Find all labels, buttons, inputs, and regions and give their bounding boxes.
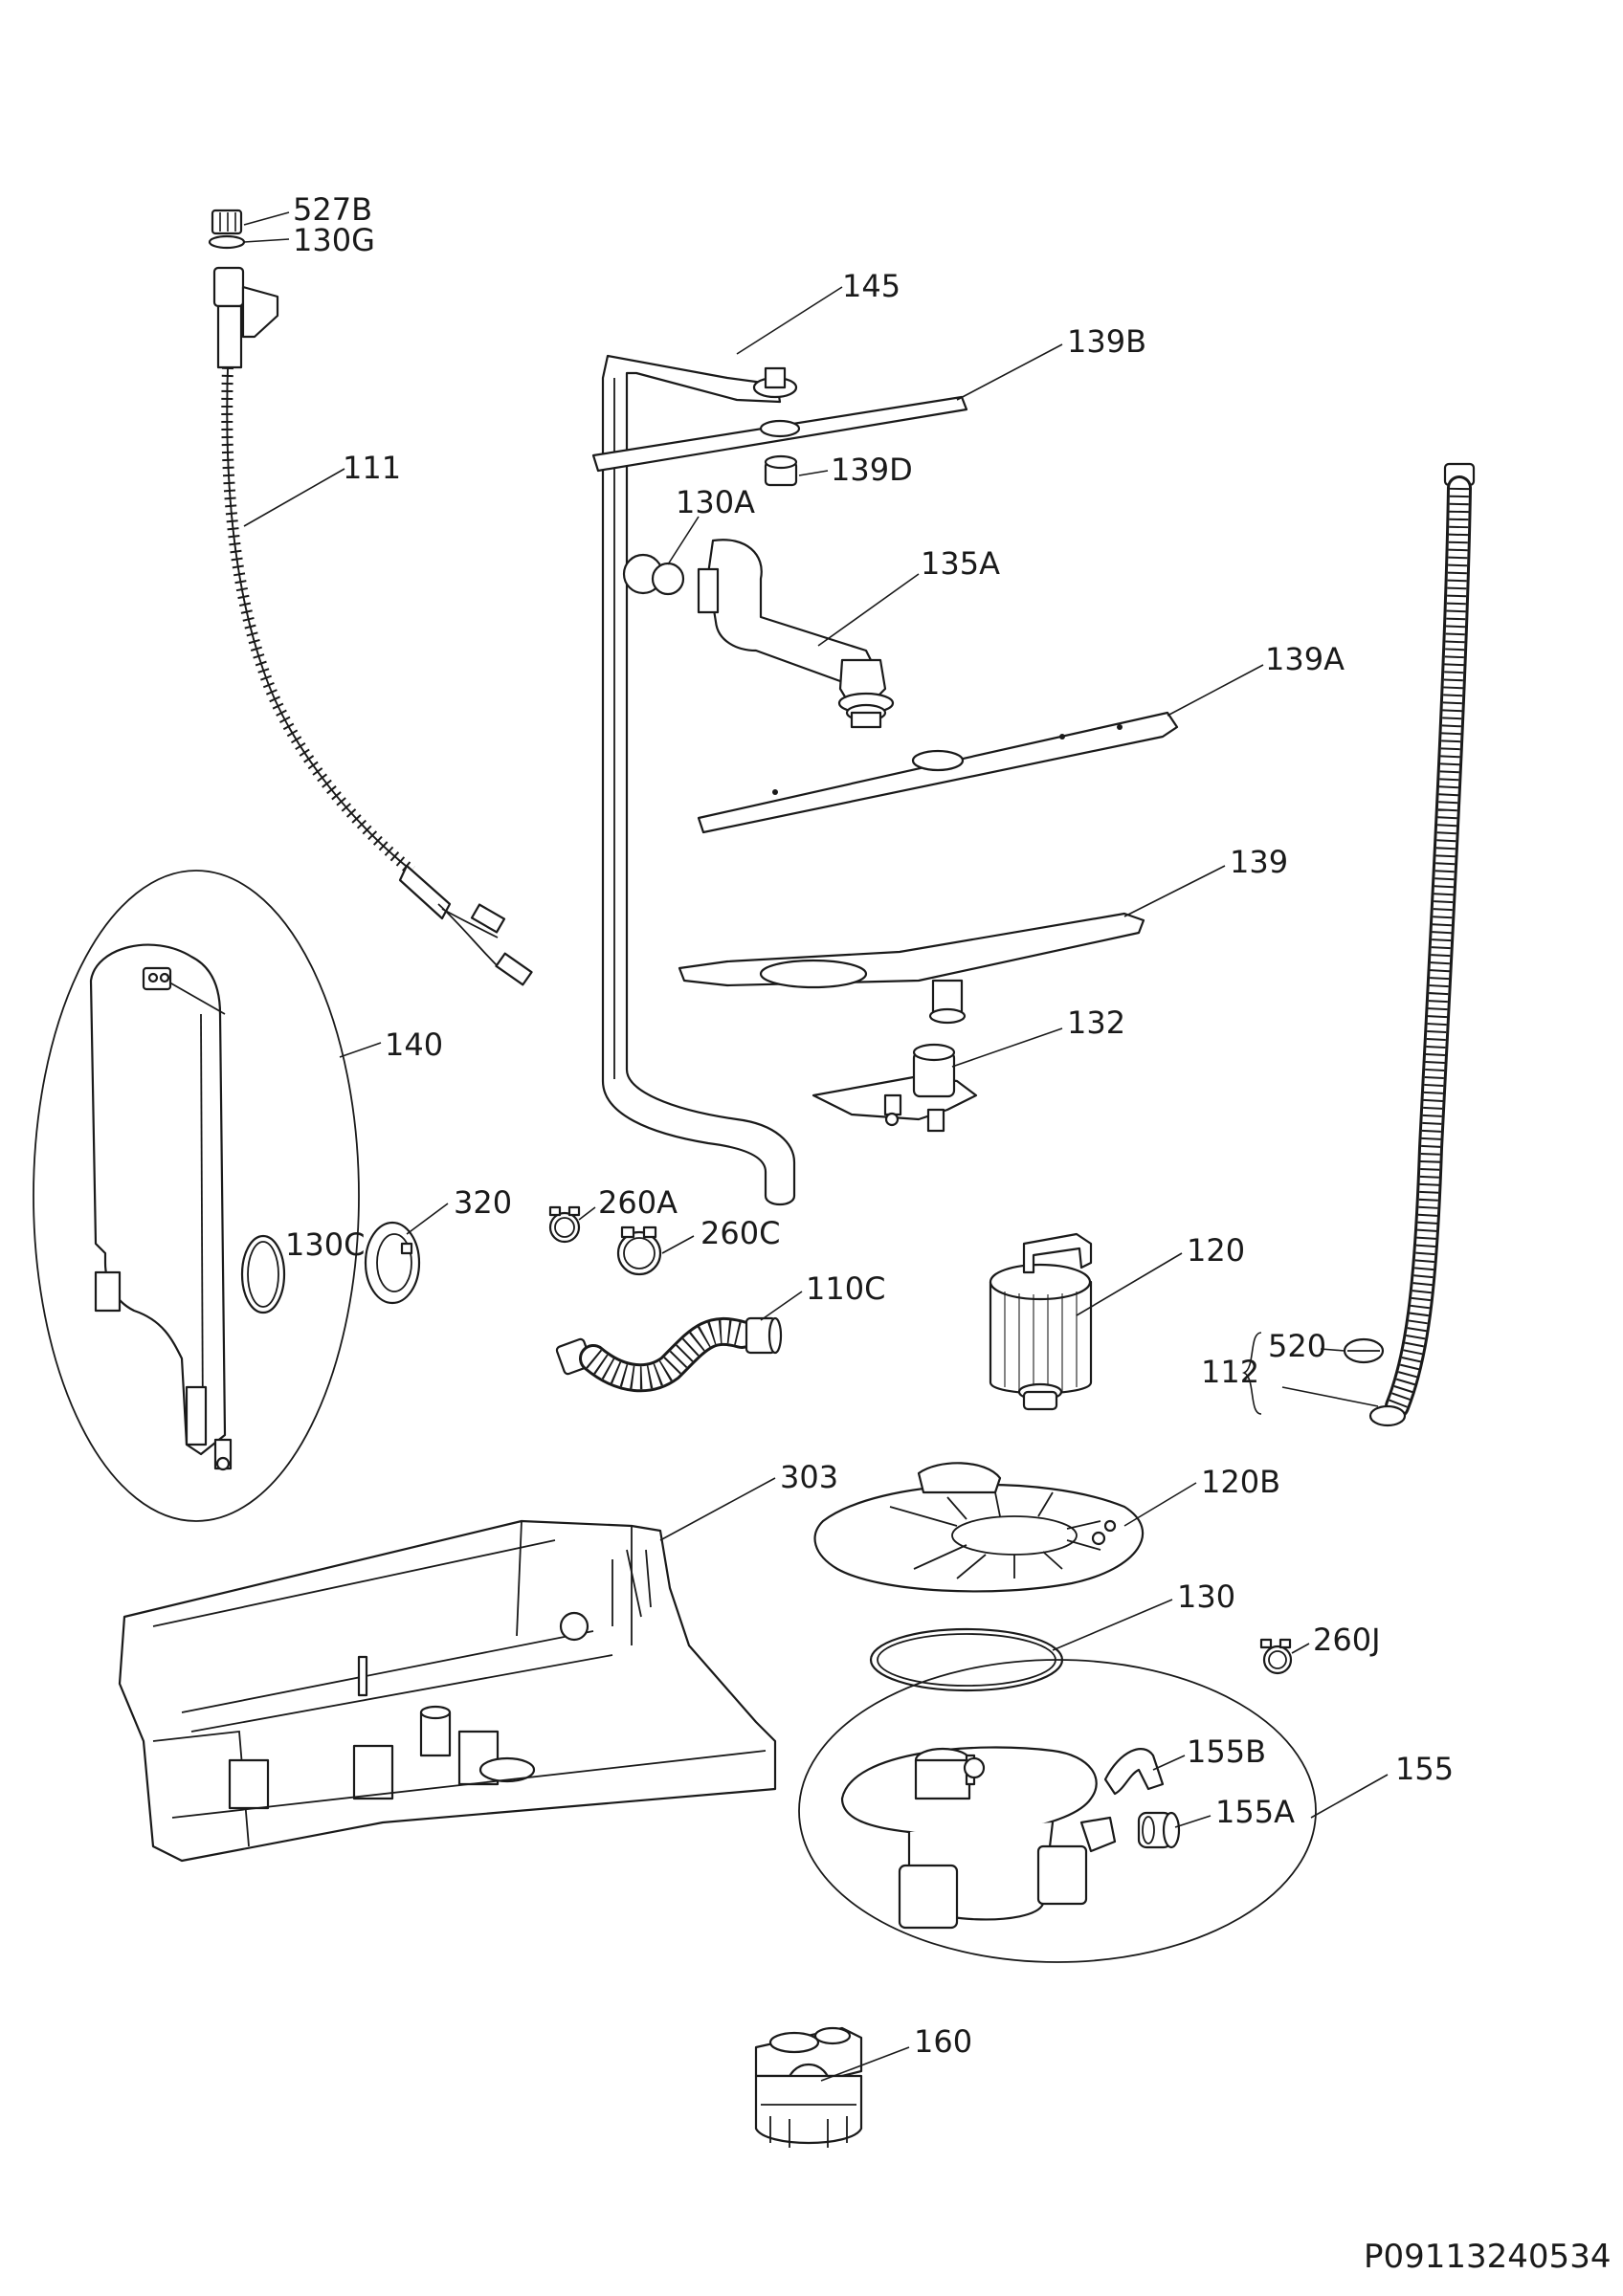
part-130G-washer <box>208 234 246 250</box>
part-139-lower-spray-arm <box>678 912 1145 1025</box>
label-139D: 139D <box>831 452 913 488</box>
label-120B: 120B <box>1201 1464 1280 1500</box>
document-number: P09113240534 <box>1364 2238 1611 2276</box>
detail-155-ellipse <box>798 1659 1317 1963</box>
label-140: 140 <box>385 1027 443 1063</box>
label-155A: 155A <box>1215 1794 1295 1830</box>
detail-140-ellipse <box>33 870 360 1522</box>
label-111: 111 <box>343 450 401 486</box>
label-112: 112 <box>1201 1354 1259 1390</box>
label-155B: 155B <box>1187 1733 1266 1770</box>
part-303-base <box>118 1519 777 1863</box>
label-320: 320 <box>454 1184 512 1221</box>
part-130A-seal <box>622 553 685 596</box>
label-260A: 260A <box>598 1184 678 1221</box>
part-260A-clamp <box>548 1205 581 1244</box>
part-320-seal-ring <box>364 1221 421 1305</box>
part-139D-nut <box>764 454 798 487</box>
label-155: 155 <box>1395 1751 1454 1787</box>
label-110C: 110C <box>806 1270 885 1307</box>
label-135A: 135A <box>921 545 1000 582</box>
label-260C: 260C <box>700 1215 780 1251</box>
label-130: 130 <box>1177 1578 1235 1615</box>
part-120B-filter-plate <box>813 1462 1145 1593</box>
label-139A: 139A <box>1265 641 1345 677</box>
label-139: 139 <box>1230 844 1288 880</box>
part-112-drain-hose <box>1368 462 1476 1427</box>
part-155A-fitting <box>1137 1811 1181 1849</box>
part-155B-flap <box>1103 1748 1165 1796</box>
label-130G: 130G <box>293 222 375 258</box>
part-111-inlet-hose <box>212 266 533 986</box>
part-139B-upper-spray-arm <box>591 395 968 473</box>
label-303: 303 <box>780 1459 838 1495</box>
part-120-filter <box>989 1232 1093 1411</box>
label-130C: 130C <box>285 1226 365 1263</box>
part-132-bracket <box>812 1043 978 1133</box>
part-145-supply-pipe <box>601 354 798 1206</box>
part-520-clip <box>1343 1337 1385 1364</box>
part-160-pump <box>754 2026 863 2148</box>
label-120: 120 <box>1187 1232 1245 1269</box>
part-260J-clamp <box>1259 1638 1293 1675</box>
part-130C-seal <box>240 1234 286 1314</box>
label-132: 132 <box>1067 1004 1125 1041</box>
label-130A: 130A <box>676 484 755 520</box>
part-139A-middle-spray-arm <box>697 711 1179 834</box>
label-145: 145 <box>842 268 900 304</box>
label-520: 520 <box>1268 1328 1326 1364</box>
part-260C-clamp <box>616 1225 662 1276</box>
part-135A-spray-arm-connector <box>697 539 895 729</box>
label-260J: 260J <box>1313 1622 1381 1658</box>
part-527B-nut <box>211 209 243 235</box>
part-110C-corrugated-hose <box>555 1316 783 1393</box>
label-160: 160 <box>914 2023 972 2060</box>
label-527B: 527B <box>293 191 372 228</box>
label-139B: 139B <box>1067 323 1146 360</box>
